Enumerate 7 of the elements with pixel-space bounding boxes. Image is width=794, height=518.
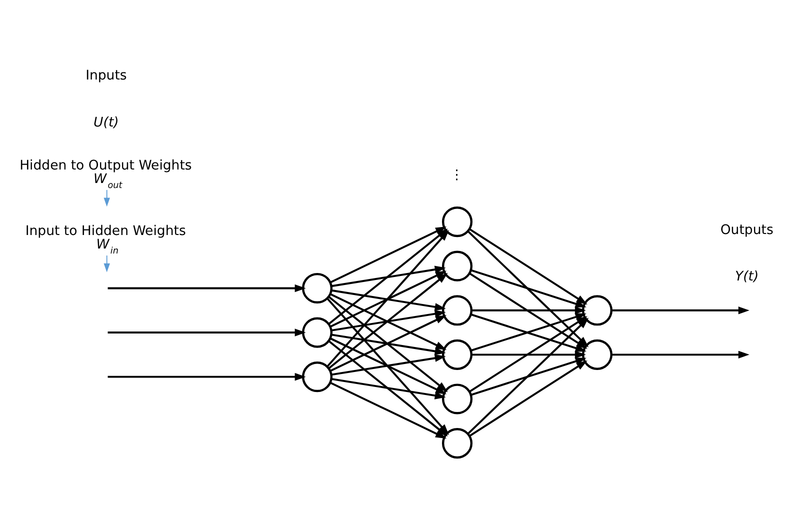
label: Y(t) [734,270,759,285]
label: Inputs [86,68,127,84]
node-text: Input to Hidden Weights W$_{in}$ [25,224,186,256]
label: U(t) [94,116,119,131]
label: ⋮ [450,168,464,183]
node-text: Hidden to Output Weights W$_{out}$ [20,158,192,191]
label: Outputs [720,222,774,238]
